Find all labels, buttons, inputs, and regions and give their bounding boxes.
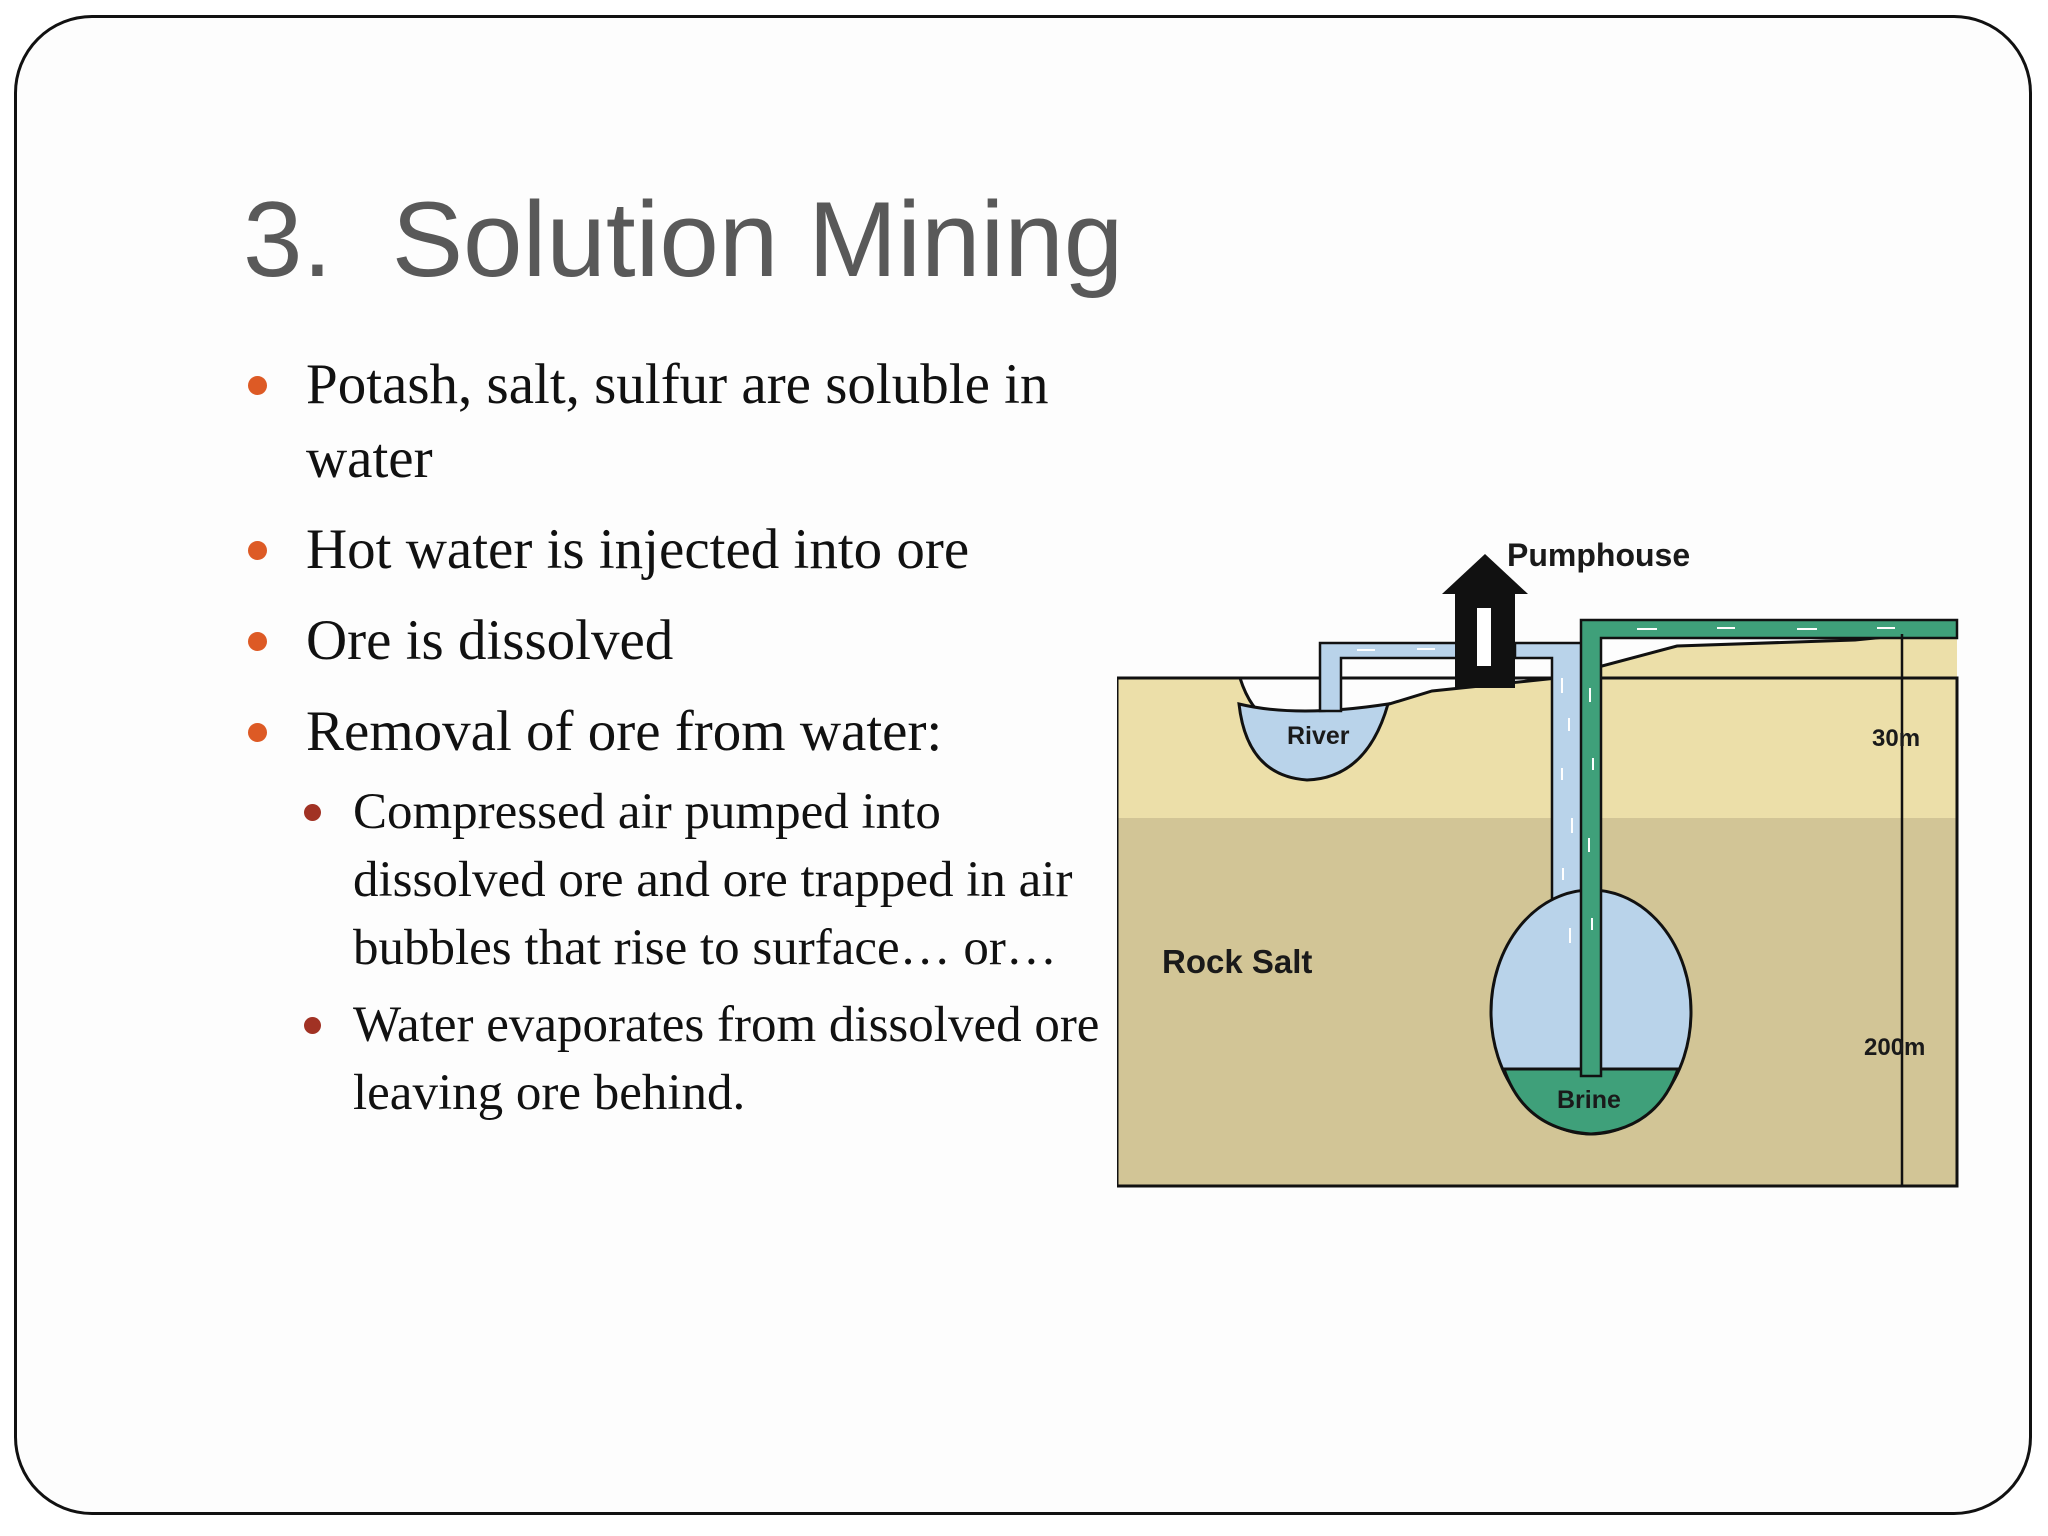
depth-30m-label: 30m <box>1872 725 1920 752</box>
bullet-dot <box>248 541 267 560</box>
river <box>1237 702 1391 782</box>
pumphouse-label: Pumphouse <box>1507 537 1690 573</box>
bullet-dot <box>248 376 267 395</box>
salt-cavern <box>1489 888 1693 1136</box>
sub-bullet-item: Compressed air pumped into dissolved ore… <box>300 778 1139 982</box>
sub-bullet-dot <box>304 804 321 821</box>
sub-bullet-dot <box>304 1017 321 1034</box>
bullet-list: Potash, salt, sulfur are soluble in wate… <box>239 348 1139 1136</box>
bullet-text: Potash, salt, sulfur are soluble in wate… <box>306 353 1049 490</box>
bullet-item: Potash, salt, sulfur are soluble in wate… <box>239 348 1139 496</box>
sub-bullet-list: Compressed air pumped into dissolved ore… <box>300 778 1139 1127</box>
sub-bullet-text: Compressed air pumped into dissolved ore… <box>353 784 1073 976</box>
slide-frame: 3. Solution Mining Potash, salt, sulfur … <box>14 15 2032 1515</box>
sub-bullet-text: Water evaporates from dissolved ore leav… <box>353 997 1100 1121</box>
bullet-text: Hot water is injected into ore <box>306 518 970 581</box>
brine-pool <box>1501 1067 1681 1136</box>
solution-mining-diagram: Pumphouse River Rock Salt Brine 30m 200m <box>1117 537 1959 1188</box>
bullet-dot <box>248 632 267 651</box>
bullet-text: Removal of ore from water: <box>306 700 943 763</box>
bullet-item: Ore is dissolved <box>239 604 1139 678</box>
ground-frame <box>1117 676 1959 1188</box>
slide-title: 3. Solution Mining <box>243 179 1124 299</box>
brine-label: Brine <box>1557 1086 1621 1114</box>
depth-200m-label: 200m <box>1864 1034 1925 1061</box>
bullet-item: Hot water is injected into ore <box>239 513 1139 587</box>
bullet-dot <box>248 723 267 742</box>
pumphouse-building <box>1442 554 1528 688</box>
bullet-item: Removal of ore from water: <box>239 695 1139 769</box>
bullet-text: Ore is dissolved <box>306 609 674 672</box>
bubble-streaks <box>1357 627 1895 943</box>
brine-pipe <box>1579 618 1959 1078</box>
river-label: River <box>1287 722 1350 750</box>
rock-salt-label: Rock Salt <box>1162 943 1312 980</box>
sub-bullet-item: Water evaporates from dissolved ore leav… <box>300 991 1139 1127</box>
